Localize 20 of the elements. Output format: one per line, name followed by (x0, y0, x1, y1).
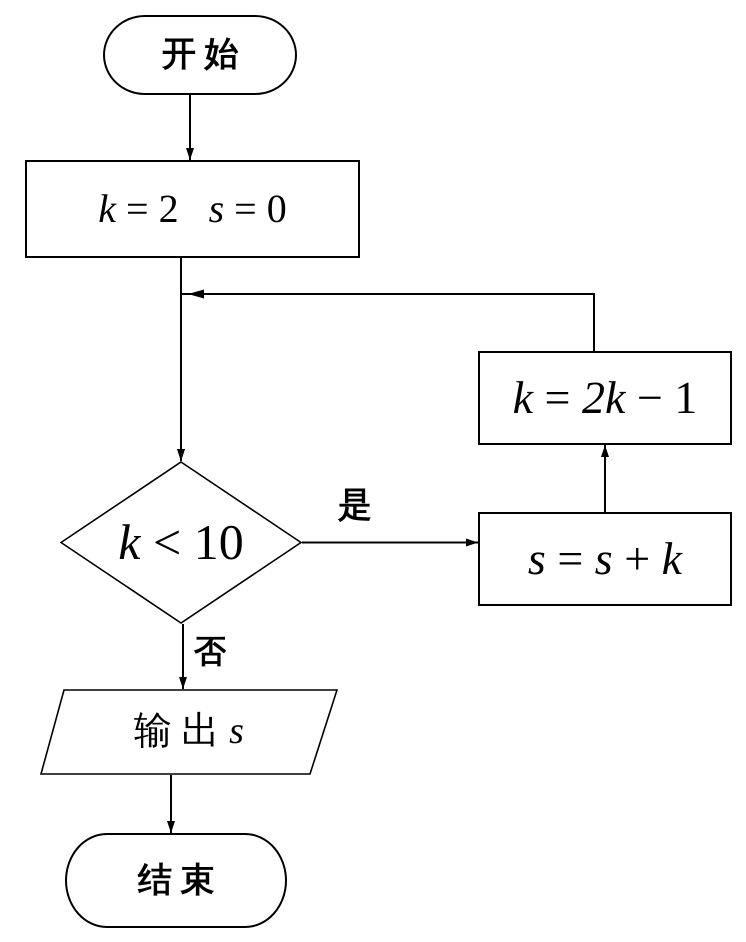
arrow (601, 445, 609, 512)
terminal-label: 结 束 (138, 862, 214, 900)
arrow (302, 538, 478, 546)
terminal-label: 开 始 (162, 36, 238, 74)
edge-label: 是 (338, 487, 372, 524)
arrow (167, 775, 175, 833)
arrow (186, 95, 194, 160)
arrow (177, 290, 595, 461)
condition-text: k < 10 (118, 515, 244, 570)
terminal-shape (103, 15, 297, 95)
terminal-shape (65, 833, 287, 928)
output-text: 输 出 s (134, 711, 244, 753)
edge-label: 否 (194, 634, 226, 670)
process-box (25, 160, 360, 258)
formula-text: k = 2k − 1 (512, 372, 698, 424)
formula-text: s = s + k (528, 534, 682, 584)
process-box (478, 512, 732, 606)
process-box (478, 351, 732, 445)
arrow (179, 624, 187, 689)
formula-text: k = 2 s = 0 (98, 187, 287, 231)
